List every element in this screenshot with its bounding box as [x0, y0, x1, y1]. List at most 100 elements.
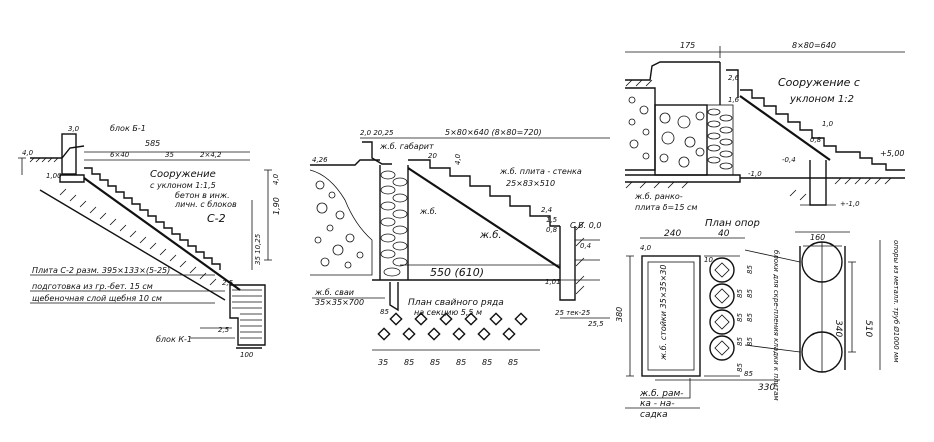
left-vdim — [264, 169, 272, 261]
right-dim-08: 0,8 — [810, 136, 822, 144]
left-step-dims: 6×40 — [110, 151, 130, 159]
right-base-slab — [625, 174, 741, 183]
right-plan-vdim — [626, 255, 634, 377]
left-dim-25b: 2,5 — [218, 326, 230, 334]
right-gabion-3: садка — [640, 410, 668, 420]
right-dim-240: 240 — [664, 229, 681, 239]
middle-bottom-dim-3: 85 — [456, 358, 466, 367]
right-top-dim: 8×80=640 — [792, 41, 836, 50]
right-stone-column — [706, 104, 734, 176]
middle-slab-wall: ж.б. плита - стенка — [499, 167, 582, 176]
middle-plan-title-2: на секцию 5,5 м — [414, 308, 482, 317]
right-ground-top — [625, 61, 720, 81]
left-block-b1: блок Б-1 — [110, 124, 146, 133]
middle-bottom-dim-5: 85 — [508, 358, 518, 367]
right-dim-04: -0,4 — [782, 156, 796, 164]
right-dim-500: +5,00 — [880, 149, 905, 158]
left-slab-spec: Плита С-2 разм. 395×133×(5-25) — [32, 266, 170, 275]
middle-top-dim: 5×80×640 (8×80=720) — [445, 128, 542, 137]
left-dim-190: 1,90 — [272, 197, 281, 215]
right-dim-10: 1,0 — [822, 120, 834, 128]
middle-dim-cb: С.В. 0,0 — [570, 221, 601, 230]
middle-dim-550: 550 (610) — [430, 266, 484, 279]
right-col-dims-1: 85 — [736, 313, 744, 322]
right-plan-leader — [640, 378, 691, 399]
left-structure-label-1: Сооружение — [150, 169, 216, 180]
middle-pile-tip — [389, 282, 399, 312]
right-dim-26: 2,6 — [728, 74, 740, 82]
right-dim-330: 330 — [758, 383, 775, 393]
right-col-vert: ж.б. стойки 35×35×30 — [659, 265, 668, 361]
middle-dim-08: 0,8 — [546, 226, 558, 234]
right-pipe-frame — [799, 246, 846, 370]
right-stairs — [740, 89, 905, 171]
right-slab-note-2: плита δ=15 см — [635, 203, 697, 212]
right-dim-160: 160 — [810, 233, 825, 242]
middle-right-hatch — [575, 221, 585, 295]
right-col-dims2-3: 85 — [746, 337, 754, 346]
right-pipe-vdim — [848, 261, 856, 353]
right-slab-note-1: ж.б. ранко- — [634, 192, 683, 201]
left-top-block — [61, 133, 77, 175]
right-plan-diamonds — [714, 262, 730, 356]
left-dim-40: 4,0 — [22, 149, 34, 157]
middle-ground-left — [310, 159, 380, 166]
right-dim-minus10b: +-1,0 — [840, 200, 860, 208]
middle-pile-bounds — [379, 165, 409, 280]
middle-rubble-fill — [309, 169, 373, 276]
right-col-dims2-1: 85 — [746, 289, 754, 298]
left-dim-25: 2,5 — [222, 279, 234, 287]
left-section-drawing: 3,0 4,0 1,00 блок Б-1 585 6×40 35 2×4,2 … — [18, 124, 281, 359]
right-plan-hlines — [704, 255, 740, 377]
right-slope — [739, 95, 831, 161]
left-crushed-layer: щебеночная слой щебня 10 см — [32, 294, 162, 303]
left-block-k: блок К-1 — [156, 335, 192, 344]
middle-dim-15: 1,5 — [546, 216, 558, 224]
right-dim-40: 40 — [718, 229, 730, 239]
right-top-175: 175 — [680, 41, 695, 50]
left-ground-hatch — [29, 157, 59, 163]
right-gabion-2: ка - на- — [640, 399, 675, 409]
middle-slope — [407, 167, 561, 269]
middle-bottom-dim-0: 35 — [378, 358, 388, 367]
left-note-leaders — [30, 274, 225, 304]
left-base-block — [59, 174, 85, 183]
left-dim-585: 585 — [145, 139, 160, 148]
left-step-dims2: 2×4,2 — [200, 151, 222, 159]
middle-top-pre: 2,0 20,25 — [360, 129, 394, 137]
middle-cap — [362, 141, 392, 165]
middle-dim-255: 25,5 — [588, 320, 604, 328]
right-ground-bottom-hatch — [834, 177, 892, 185]
right-structure-1: Сооружение с — [778, 76, 860, 89]
right-lower-hatch — [789, 189, 807, 201]
right-dim-510: 510 — [863, 320, 873, 337]
right-plan-frame — [641, 255, 701, 377]
right-col-dims2-2: 85 — [746, 313, 754, 322]
right-dim-340: 340 — [833, 320, 843, 337]
left-dim40 — [18, 157, 26, 175]
right-pipe-note: опоры из металл. труб Ø1000 мм — [892, 240, 900, 363]
right-dim-380: 380 — [615, 307, 624, 322]
right-dim-minus10: -1,0 — [748, 170, 762, 178]
left-top-dim: 3,0 — [68, 125, 80, 133]
middle-dim-20: 20 — [428, 152, 437, 160]
right-ground-hatch — [625, 79, 653, 87]
right-left-wall — [625, 87, 656, 171]
left-concrete-1: бетон в инж. — [175, 191, 230, 200]
left-prep-layer: подготовка из гр.-бет. 15 см — [32, 282, 153, 291]
middle-pile-note-2: 35×35×700 — [315, 298, 364, 307]
middle-plan-title-1: План свайного ряда — [408, 298, 504, 308]
right-dim-40v: 4,0 — [640, 244, 652, 252]
right-plan-circles — [709, 257, 735, 361]
right-support-plan: План опор — [705, 218, 760, 229]
middle-pile-note-1: ж.б. сваи — [314, 288, 354, 297]
right-col-dims-3: 85 — [736, 363, 744, 372]
middle-slab-wall-dims: 25×83×510 — [506, 179, 555, 188]
left-concrete-2: личн. с блоков — [174, 200, 237, 209]
right-support-note: блоки для скре-пления кладки к плитам — [772, 250, 780, 401]
right-rubble-box — [654, 104, 708, 176]
right-structure-2: уклоном 1:2 — [789, 94, 854, 105]
middle-pile-stones — [380, 170, 408, 277]
